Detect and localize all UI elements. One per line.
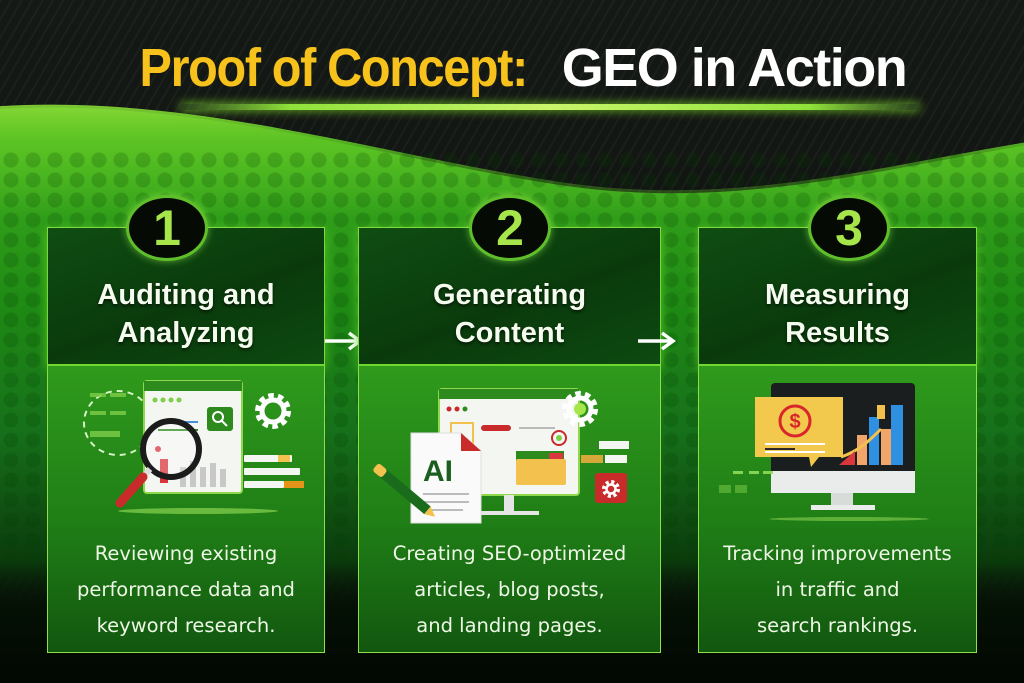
monitor-revenue-chart-icon: $	[699, 371, 976, 531]
gear-icon	[562, 391, 598, 427]
gear-icon	[255, 393, 291, 429]
title-main: GEO in Action	[561, 38, 908, 98]
step-description: Tracking improvements in traffic and sea…	[723, 542, 952, 637]
title-accent: Proof of Concept:	[139, 38, 528, 98]
step-number-badge: 3	[808, 195, 890, 261]
arrow-right-icon	[638, 331, 676, 351]
page-title: Proof of Concept: GEO in Action	[0, 36, 1024, 100]
ai-label: AI	[423, 455, 453, 488]
step-description: Reviewing existing performance data and …	[77, 542, 295, 637]
step-body: AI Creating SEO-optimized articles, blog…	[359, 366, 660, 652]
magnifying-glass-analytics-icon	[48, 371, 324, 531]
step-body: $ Tracking improvements in traffic and s…	[699, 366, 976, 652]
svg-text:$: $	[789, 411, 800, 433]
dollar-icon	[778, 404, 812, 438]
ai-document-monitor-icon: AI	[359, 371, 660, 531]
step-number-badge: 2	[469, 195, 551, 261]
step-body: Reviewing existing performance data and …	[48, 366, 324, 652]
step-number-badge: 1	[126, 195, 208, 261]
step-description: Creating SEO-optimized articles, blog po…	[392, 542, 627, 637]
title-underline	[180, 104, 920, 110]
